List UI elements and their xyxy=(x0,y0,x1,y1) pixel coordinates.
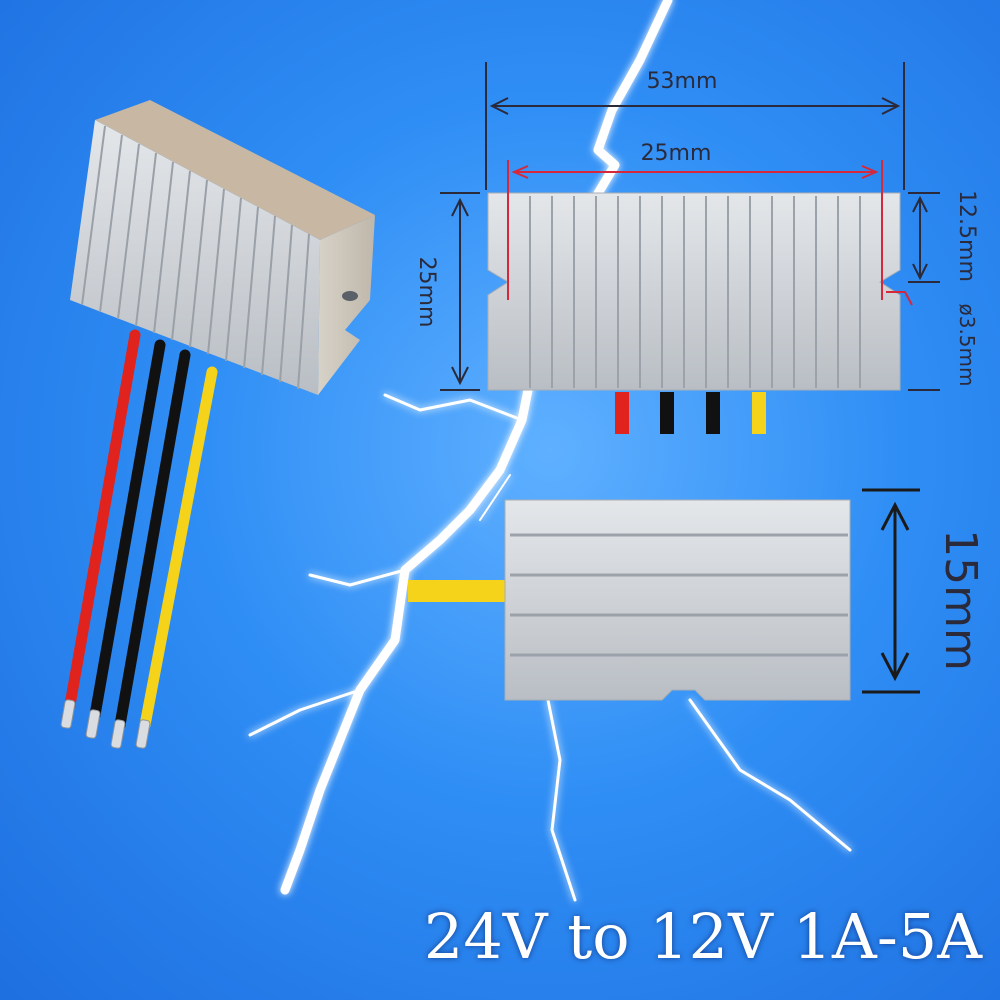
dimension-height: 15mm xyxy=(935,529,986,671)
front-view-module xyxy=(487,192,901,434)
dimension-width: 25mm xyxy=(414,257,439,328)
lightning-bolt xyxy=(248,0,852,902)
output-wires xyxy=(60,329,218,749)
hole-spacing-lines xyxy=(507,160,913,306)
height-dimension xyxy=(862,488,920,694)
dimension-hole-diameter: ø3.5mm xyxy=(955,303,979,386)
side-view-module xyxy=(408,499,851,701)
dimension-half-width: 12.5mm xyxy=(954,190,979,282)
dimension-hole-spacing: 25mm xyxy=(641,141,712,166)
dimension-length: 53mm xyxy=(647,69,718,94)
dimension-lines xyxy=(440,62,940,391)
product-caption: 24V to 12V 1A-5A xyxy=(423,900,982,973)
converter-module-3d xyxy=(70,100,375,395)
